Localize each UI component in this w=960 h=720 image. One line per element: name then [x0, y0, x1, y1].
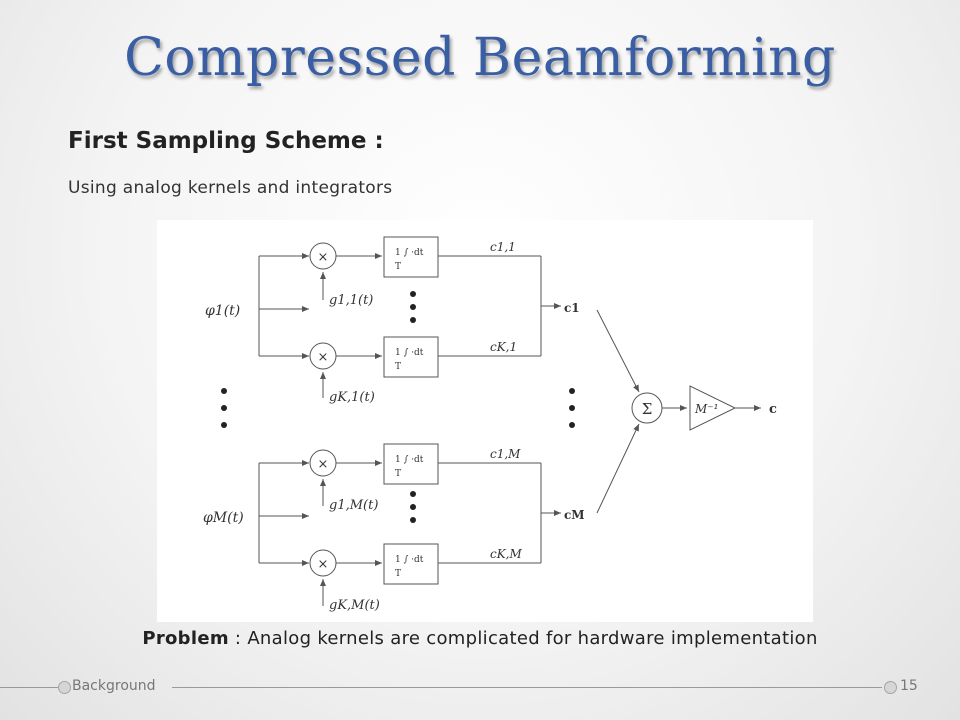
output-label-2: cK,1 — [490, 340, 517, 354]
integrator-symbol: 1 ∫ ·dt — [395, 348, 424, 358]
kernel-label-4: gK,M(t) — [329, 598, 380, 613]
gain-block — [689, 385, 737, 431]
input-label-2: φM(t) — [203, 510, 244, 526]
output-label-1: c1,1 — [490, 240, 516, 254]
group-output-label-2: cM — [564, 508, 585, 522]
problem-text: : Analog kernels are complicated for har… — [228, 628, 818, 649]
ellipsis-dots — [221, 388, 575, 428]
integrator-symbol: T — [395, 262, 401, 272]
output-label-3: c1,M — [490, 447, 521, 461]
problem-label: Problem — [142, 628, 229, 649]
footer-divider — [0, 687, 58, 688]
kernel-label-2: gK,1(t) — [329, 390, 375, 405]
gain-label: M⁻¹ — [694, 402, 718, 416]
slide-title: Compressed Beamforming — [124, 28, 836, 88]
multiplier-symbol: × — [318, 350, 329, 365]
problem-statement: Problem : Analog kernels are complicated… — [0, 628, 960, 649]
bullet-text: Using analog kernels and integrators — [68, 178, 393, 198]
integrator-symbol: T — [395, 469, 401, 479]
page-number: 15 — [900, 678, 918, 694]
group-output-label-1: c1 — [564, 301, 580, 315]
output-label-4: cK,M — [490, 547, 523, 561]
multiplier-symbol: × — [318, 557, 329, 572]
integrator-symbol: 1 ∫ ·dt — [395, 455, 424, 465]
footer-dot-left — [58, 681, 71, 694]
integrator-symbol: T — [395, 362, 401, 372]
footer-section: Background — [72, 678, 156, 694]
sampling-scheme-diagram: φ1(t) × g1,1(t) × gK,1(t) 1 ∫ ·dt T 1 ∫ … — [157, 220, 813, 622]
kernel-label-3: g1,M(t) — [329, 498, 378, 513]
kernel-label-1: g1,1(t) — [329, 293, 373, 308]
footer-divider — [172, 687, 882, 688]
integrator-symbol: 1 ∫ ·dt — [395, 555, 424, 565]
ellipsis-dots — [410, 491, 416, 523]
multiplier-symbol: × — [318, 250, 329, 265]
integrator-symbol: 1 ∫ ·dt — [395, 248, 424, 258]
footer-dot-right — [884, 681, 897, 694]
sum-symbol: Σ — [642, 400, 653, 418]
section-heading: First Sampling Scheme : — [68, 128, 384, 154]
integrator-symbol: T — [395, 569, 401, 579]
multiplier-symbol: × — [318, 457, 329, 472]
ellipsis-dots — [410, 291, 416, 323]
final-output-label: c — [769, 402, 777, 417]
input-label-1: φ1(t) — [205, 303, 240, 319]
